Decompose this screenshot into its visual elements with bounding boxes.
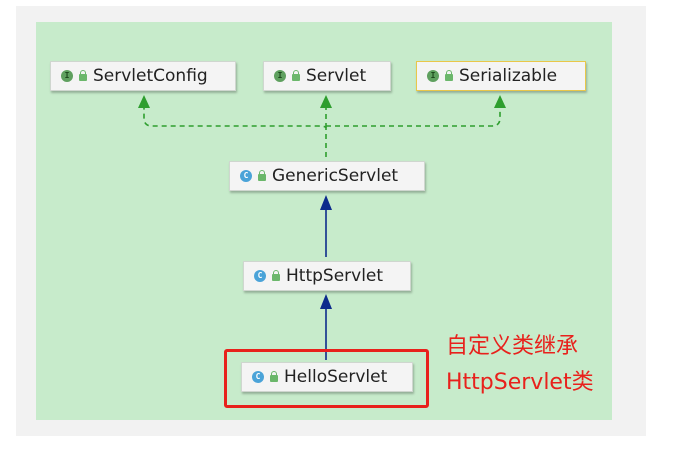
class-icon: C xyxy=(240,170,252,182)
lock-icon xyxy=(270,371,278,382)
node-httpservlet[interactable]: C HttpServlet xyxy=(243,261,411,291)
implements-edges xyxy=(143,104,501,157)
lock-icon xyxy=(79,70,87,81)
node-genericservlet[interactable]: C GenericServlet xyxy=(229,161,425,191)
class-icon: C xyxy=(254,270,266,282)
node-serializable[interactable]: I Serializable xyxy=(416,61,586,91)
node-label: GenericServlet xyxy=(272,166,399,186)
highlight-box xyxy=(224,349,429,408)
node-label: HelloServlet xyxy=(284,367,388,387)
node-helloservlet[interactable]: C HelloServlet xyxy=(241,362,413,392)
node-servlet[interactable]: I Servlet xyxy=(263,61,391,91)
arrowhead-serializable xyxy=(494,95,506,108)
arrowhead-generic xyxy=(320,195,332,210)
edge-generic-to-servletconfig xyxy=(143,104,327,157)
node-label: HttpServlet xyxy=(286,266,384,286)
node-servletconfig[interactable]: I ServletConfig xyxy=(50,61,236,91)
node-label: Servlet xyxy=(306,66,367,86)
arrowhead-http xyxy=(320,294,332,309)
lock-icon xyxy=(272,270,280,281)
annotation-line-2: HttpServlet类 xyxy=(446,370,594,395)
lock-icon xyxy=(445,70,453,81)
arrowhead-servlet xyxy=(320,95,332,108)
lock-icon xyxy=(258,170,266,181)
lock-icon xyxy=(292,70,300,81)
node-label: Serializable xyxy=(459,66,558,86)
class-icon: C xyxy=(252,371,264,383)
interface-icon: I xyxy=(61,70,73,82)
node-label: ServletConfig xyxy=(93,66,208,86)
interface-icon: I xyxy=(427,70,439,82)
arrowhead-servletconfig xyxy=(138,95,150,108)
edge-generic-to-serializable xyxy=(326,104,501,127)
implements-arrowheads xyxy=(138,95,506,108)
annotation-line-1: 自定义类继承 xyxy=(446,334,579,359)
extends-arrowheads xyxy=(320,195,332,309)
interface-icon: I xyxy=(274,70,286,82)
